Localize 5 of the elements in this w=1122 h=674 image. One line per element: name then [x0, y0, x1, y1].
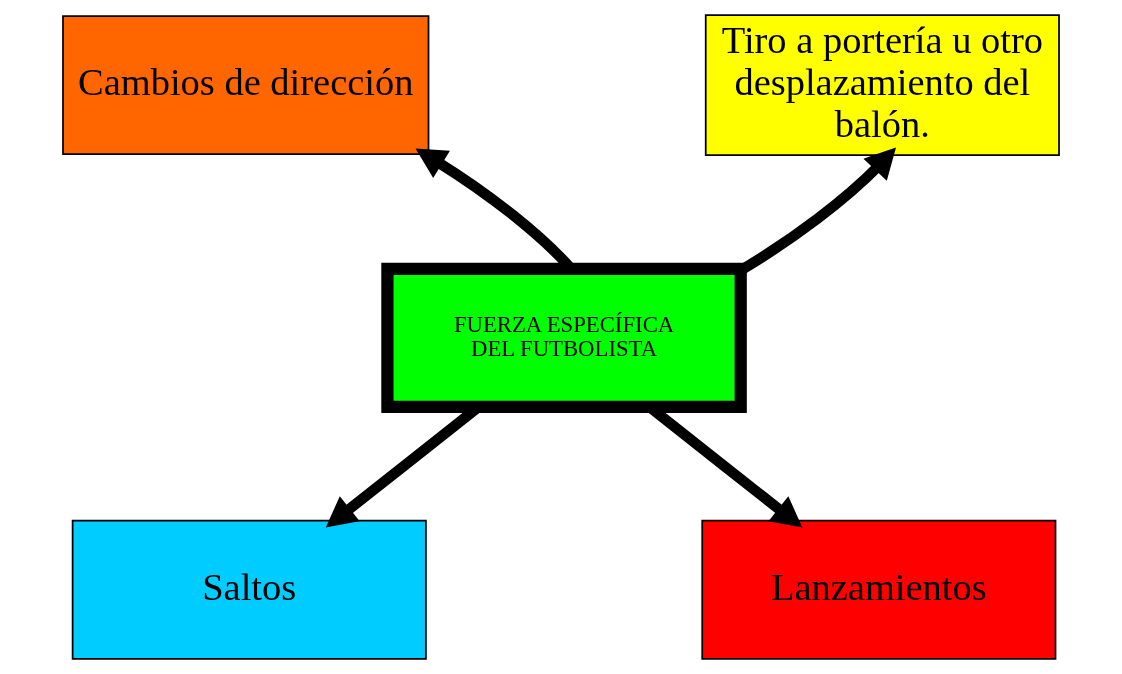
node-box: FUERZA ESPECÍFICA DEL FUTBOLISTA: [381, 262, 747, 414]
node-box: Cambios de dirección: [62, 15, 430, 156]
node-box: Tiro a portería u otro desplazamiento del balón.: [704, 14, 1060, 156]
node-box: Lanzamientos: [701, 519, 1057, 660]
node-box: Saltos: [71, 519, 427, 660]
